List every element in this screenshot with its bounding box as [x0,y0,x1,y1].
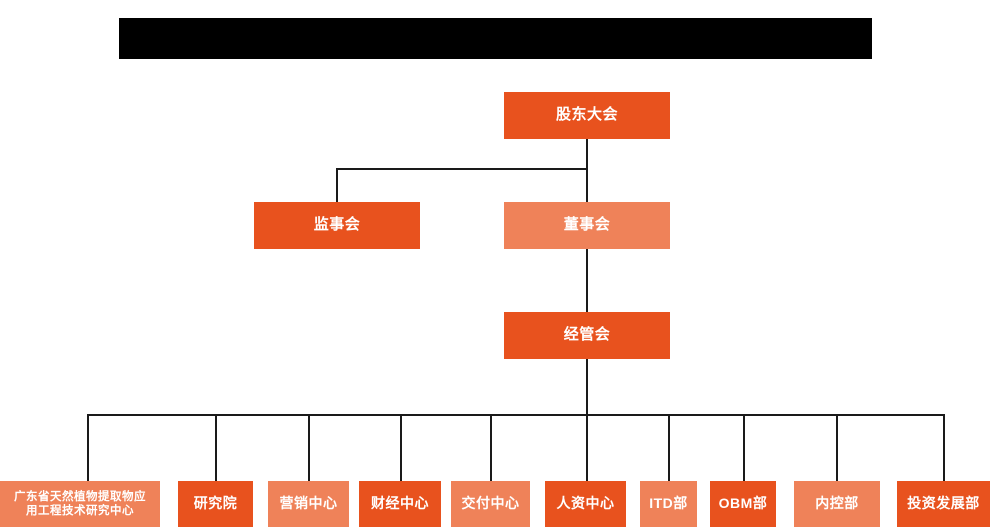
connector-drop-investment-dev-dept [943,414,945,481]
connector-drop-marketing-center [308,414,310,481]
connector-drop-internal-control-dept [836,414,838,481]
node-shareholders[interactable]: 股东大会 [504,92,670,139]
node-delivery-center[interactable]: 交付中心 [451,481,530,527]
node-hr-center[interactable]: 人资中心 [545,481,626,527]
node-management[interactable]: 经管会 [504,312,670,359]
node-finance-center[interactable]: 财经中心 [359,481,441,527]
node-marketing-center[interactable]: 营销中心 [268,481,349,527]
node-supervisors[interactable]: 监事会 [254,202,420,249]
connector-drop-institute [215,414,217,481]
node-itd-dept[interactable]: ITD部 [640,481,697,527]
connector-drop-research-center [87,414,89,481]
node-obm-dept[interactable]: OBM部 [710,481,776,527]
connector-drop-hr-center [586,414,588,481]
connector-level4-bus [87,414,945,416]
connector-level2-bus [336,168,588,170]
node-research-center-line2: 用工程技术研究中心 [26,505,134,517]
connector-drop-itd-dept [668,414,670,481]
node-investment-dev-dept[interactable]: 投资发展部 [897,481,990,527]
connector-drop-delivery-center [490,414,492,481]
connector-supervisors-down [336,168,338,202]
connector-management-down [586,359,588,415]
connector-drop-finance-center [400,414,402,481]
connector-board-to-management [586,249,588,312]
connector-board-down-stub [586,168,588,202]
connector-shareholders-down [586,139,588,169]
node-research-center[interactable]: 广东省天然植物提取物应 用工程技术研究中心 [0,481,160,527]
node-board[interactable]: 董事会 [504,202,670,249]
redacted-title-banner [119,18,872,59]
connector-drop-obm-dept [743,414,745,481]
node-internal-control-dept[interactable]: 内控部 [794,481,880,527]
node-research-center-line1: 广东省天然植物提取物应 [14,490,146,503]
node-institute[interactable]: 研究院 [178,481,253,527]
